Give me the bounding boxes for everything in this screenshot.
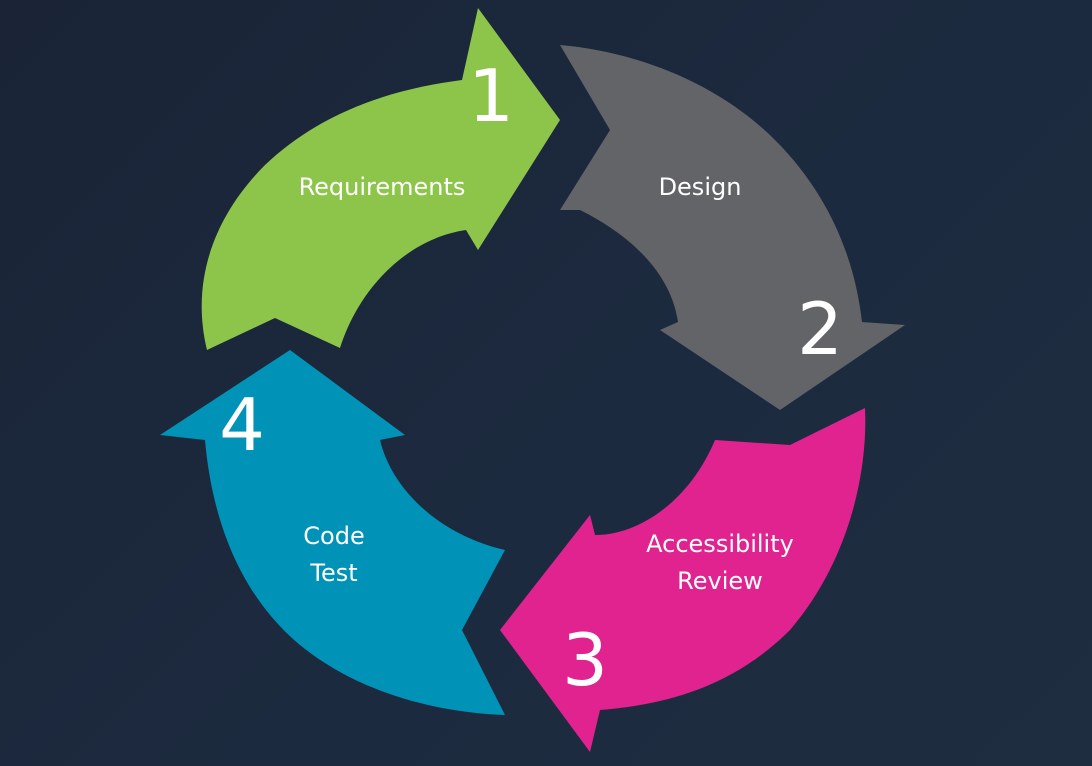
- step-1-label: Requirements: [299, 173, 466, 201]
- step-3-arrow: [500, 408, 866, 752]
- step-3-number: 3: [562, 618, 608, 702]
- step-2-label: Design: [659, 173, 742, 201]
- step-1-number: 1: [468, 54, 514, 138]
- step-4-number: 4: [219, 383, 265, 467]
- step-4-label-line-1: Code: [303, 522, 364, 550]
- step-2-arrow: [560, 45, 905, 410]
- step-4-label-line-2: Test: [309, 559, 357, 587]
- step-3-group: 3 Accessibility Review: [500, 408, 866, 752]
- step-3-label-line-1: Accessibility: [646, 530, 794, 558]
- step-3-label-line-2: Review: [677, 567, 763, 595]
- step-1-group: 1 Requirements: [201, 8, 560, 350]
- step-4-arrow: [160, 350, 505, 715]
- step-4-group: 4 Code Test: [160, 350, 505, 715]
- step-2-number: 2: [797, 287, 843, 371]
- step-2-group: 2 Design: [560, 45, 905, 410]
- step-1-arrow: [201, 8, 560, 350]
